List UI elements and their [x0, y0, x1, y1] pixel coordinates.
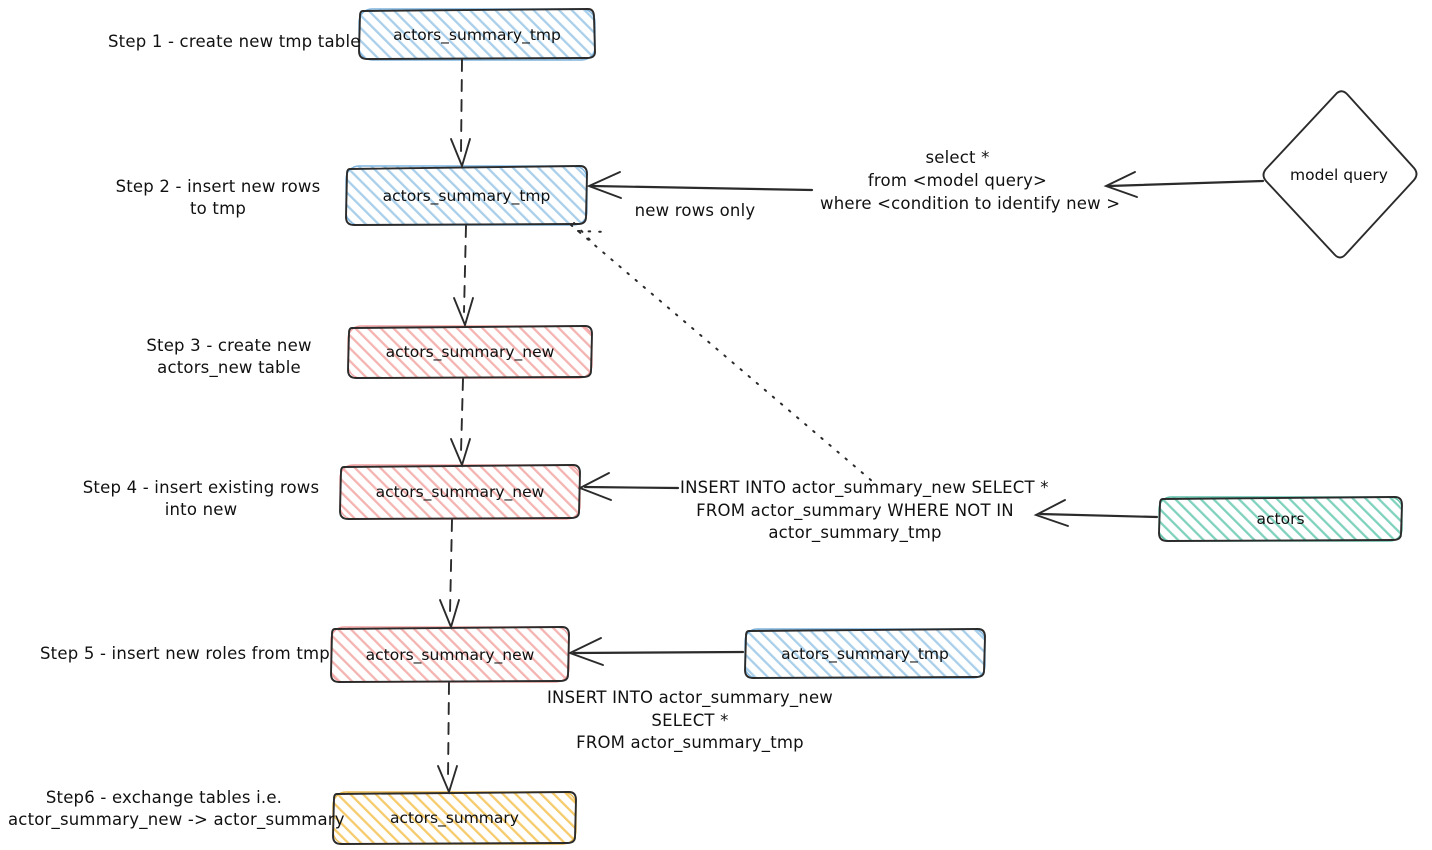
- node-label-actors-summary-tmp-1[interactable]: actors_summary_tmp: [359, 9, 595, 60]
- node-actors-summary-new-2[interactable]: [339, 464, 581, 520]
- node-label-actors-summary-tmp-2[interactable]: actors_summary_tmp: [346, 166, 587, 225]
- node-text: actors: [1256, 510, 1305, 528]
- node-actors-summary[interactable]: [332, 791, 577, 845]
- step-label-3-line2: actors_new table: [157, 358, 301, 377]
- step-label-6-line1: Step6 - exchange tables i.e.: [45, 788, 283, 807]
- annotation-model-query-sql-line1: select *: [925, 148, 990, 167]
- step-label-4-line1: Step 4 - insert existing rows: [82, 478, 320, 497]
- step-label-5: Step 5 - insert new roles from tmp: [40, 644, 330, 663]
- edge-tmp-dotted-to-insert: [570, 222, 873, 482]
- edge-n1-n2: [450, 59, 471, 169]
- node-label-model-query[interactable]: model query: [1259, 150, 1419, 200]
- node-text: model query: [1290, 166, 1388, 184]
- node-label-actors-summary-new-1[interactable]: actors_summary_new: [348, 326, 592, 378]
- edge-n5-n6: [437, 682, 458, 795]
- node-actors-summary-tmp-2[interactable]: [345, 165, 588, 226]
- node-actors-summary-tmp-1[interactable]: [358, 8, 596, 61]
- node-text: actors_summary_tmp: [382, 186, 551, 205]
- annotation-new-rows-only: new rows only: [634, 201, 756, 220]
- annotation-insert-new-roles-line2: SELECT *: [651, 711, 729, 730]
- node-text: actors_summary_tmp: [393, 25, 561, 44]
- node-label-actors-summary-tmp-right[interactable]: actors_summary_tmp: [745, 629, 985, 678]
- node-text: actors_summary_new: [375, 483, 545, 501]
- node-label-actors[interactable]: actors: [1159, 497, 1402, 541]
- edge-actors-to-insert-existing: [1033, 499, 1159, 527]
- edge-new-rows-to-tmp: [586, 171, 814, 199]
- annotation-insert-existing-line3: actor_summary_tmp: [768, 523, 942, 542]
- step-label-4-line2: into new: [164, 500, 238, 519]
- step-label-6-line2: actor_summary_new -> actor_summary: [8, 810, 345, 829]
- edge-n4-n5: [439, 519, 460, 630]
- node-text: actors_summary: [390, 809, 519, 827]
- step-label-3-line1: Step 3 - create new: [146, 336, 312, 355]
- node-actors-summary-new-1[interactable]: [347, 325, 593, 379]
- node-text: actors_summary_new: [365, 645, 535, 664]
- step-label-2-line1: Step 2 - insert new rows: [115, 177, 321, 196]
- node-actors[interactable]: [1158, 496, 1403, 542]
- node-actors-summary-tmp-right[interactable]: [744, 628, 986, 679]
- node-label-actors-summary[interactable]: actors_summary: [333, 792, 576, 844]
- step-label-2-line2: to tmp: [189, 199, 247, 218]
- node-text: actors_summary_tmp: [781, 644, 949, 663]
- node-model-query-diamond[interactable]: [1262, 90, 1418, 259]
- annotation-model-query-sql-line2: from <model query>: [867, 171, 1048, 190]
- edge-n2-n3: [453, 225, 474, 328]
- annotation-model-query-sql-line3: where <condition to identify new >: [820, 194, 1121, 213]
- node-label-actors-summary-new-3[interactable]: actors_summary_new: [331, 627, 569, 682]
- edge-tmp-right-to-new: [567, 637, 745, 666]
- node-label-actors-summary-new-2[interactable]: actors_summary_new: [340, 465, 580, 519]
- edge-insert-existing-to-new: [577, 472, 680, 501]
- edge-n3-n4: [450, 378, 471, 468]
- step-label-1: Step 1 - create new tmp table: [108, 32, 361, 51]
- annotation-insert-new-roles-line1: INSERT INTO actor_summary_new: [546, 688, 833, 707]
- annotation-insert-existing-line2: FROM actor_summary WHERE NOT IN: [696, 501, 1014, 520]
- annotation-insert-new-roles-line3: FROM actor_summary_tmp: [576, 733, 804, 752]
- node-actors-summary-new-3[interactable]: [330, 626, 570, 683]
- edge-model-query-to-sql: [1103, 171, 1265, 198]
- node-text: actors_summary_new: [385, 343, 555, 361]
- annotation-insert-existing-line1: INSERT INTO actor_summary_new SELECT *: [680, 478, 1049, 497]
